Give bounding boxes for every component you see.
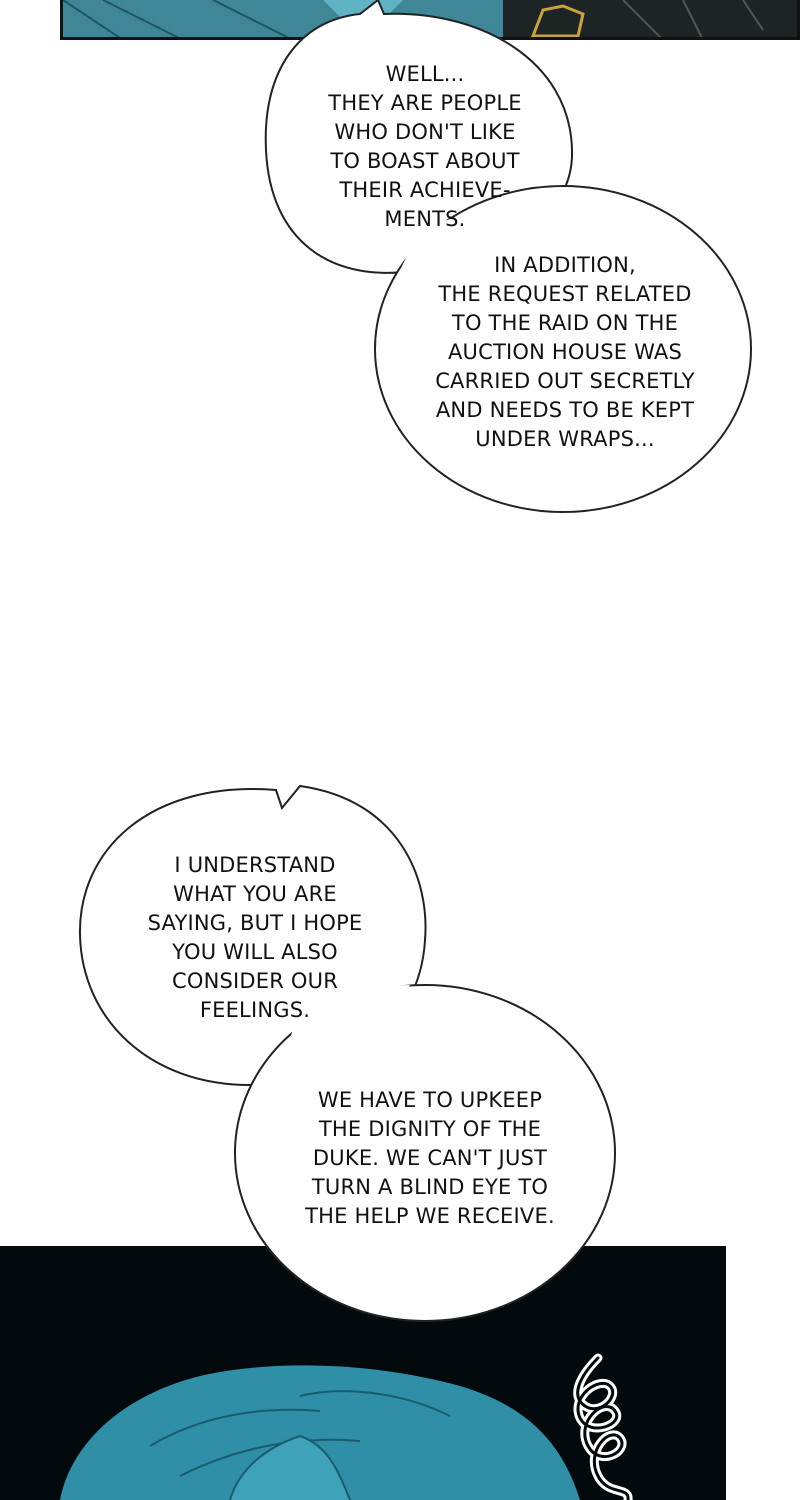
speech-bubble-2 — [374, 185, 752, 513]
dialogue-text-4: WE HAVE TO UPKEEP THE DIGNITY OF THE DUK… — [305, 1088, 555, 1228]
character-hair — [60, 1365, 580, 1500]
dialogue-text-3: I UNDERSTAND WHAT YOU ARE SAYING, BUT I … — [147, 853, 363, 1022]
dialogue-text-2: IN ADDITION, THE REQUEST RELATED TO THE … — [435, 253, 695, 451]
dialogue-text-1: WELL... THEY ARE PEOPLE WHO DON'T LIKE T… — [328, 62, 522, 231]
panel-bottom-artwork — [0, 1246, 726, 1500]
speech-bubble-4 — [234, 984, 616, 1322]
comic-panel-bottom — [0, 1246, 726, 1500]
